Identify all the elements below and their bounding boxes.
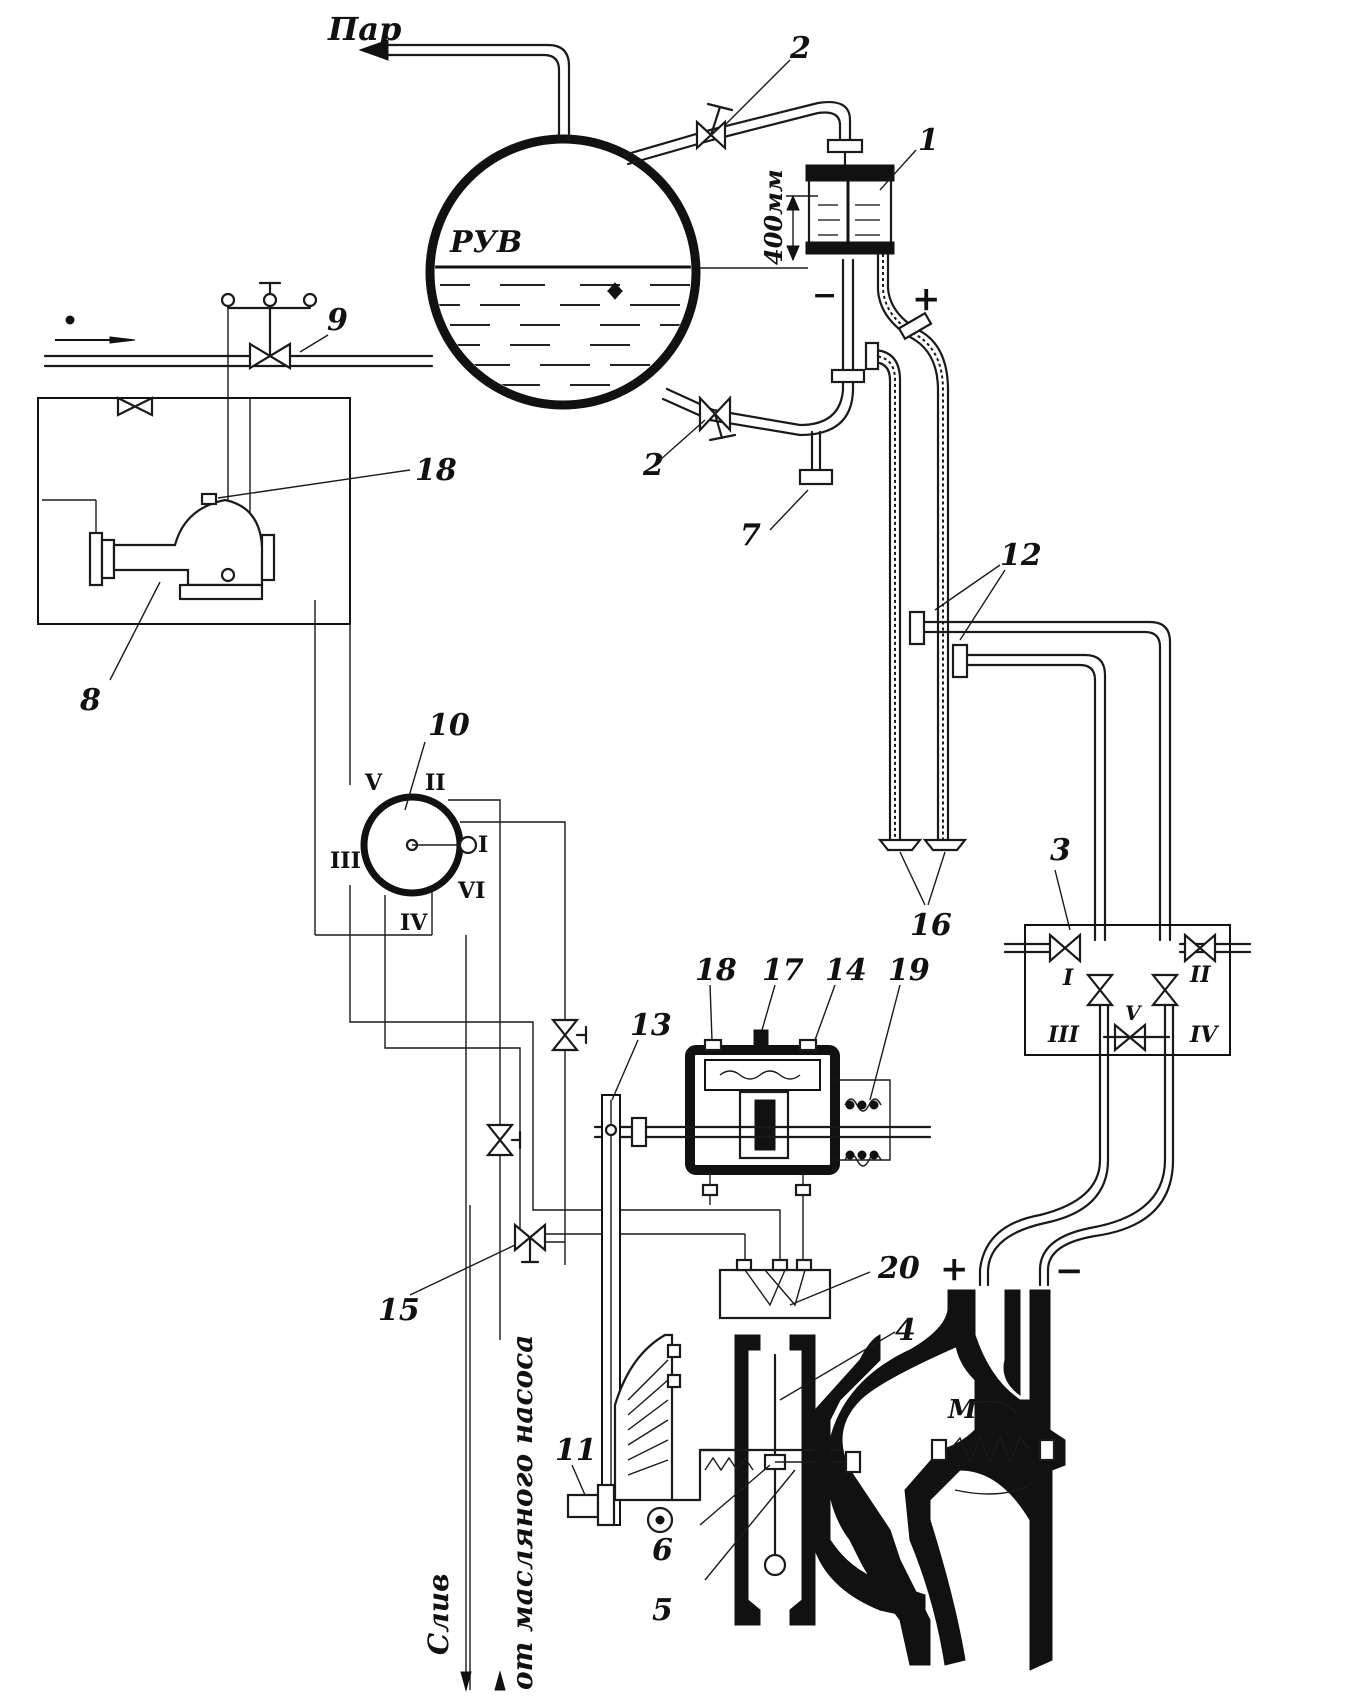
- callout-2-top: 2: [789, 31, 811, 66]
- callout-18-mid: 18: [695, 953, 737, 988]
- callout-4: 4: [895, 1313, 916, 1348]
- minus-sign-top: −: [812, 278, 837, 313]
- callout-15: 15: [378, 1293, 420, 1328]
- oil-pump-label: от масляного насоса: [506, 1335, 539, 1690]
- callout-17: 17: [762, 953, 804, 988]
- port-iv: IV: [400, 910, 428, 936]
- callout-3: 3: [1050, 833, 1071, 868]
- valve-mark-ii: II: [1189, 962, 1211, 988]
- callout-18-top: 18: [415, 453, 457, 488]
- pilot-valve-relay: 20 4 6 5: [652, 1251, 926, 1628]
- callout-8: 8: [79, 683, 101, 718]
- feedback-mechanism-11: 11: [555, 1333, 722, 1534]
- servomotor-14: 18 17 14 19: [593, 953, 932, 1265]
- oil-lines: Слив от масляного насоса: [422, 935, 539, 1692]
- callout-1: 1: [918, 123, 939, 158]
- port-ii: II: [425, 770, 446, 796]
- steam-drum: РУВ: [425, 134, 701, 410]
- callout-5: 5: [652, 1593, 673, 1628]
- callout-2-bottom: 2: [642, 448, 664, 483]
- drain-label: Слив: [422, 1573, 455, 1655]
- water-side-connection: 2 7: [642, 258, 866, 553]
- valve-mark-iii: III: [1047, 1022, 1080, 1048]
- label-m: М: [947, 1395, 978, 1425]
- valve-mark-i: I: [1062, 965, 1074, 991]
- condensing-vessel-1: 1 400мм − +: [700, 123, 941, 319]
- callout-19: 19: [888, 953, 930, 988]
- callout-9: 9: [327, 303, 348, 338]
- feedwater-inlet-line: [43, 315, 434, 368]
- branch-lines-to-valve-block: [922, 620, 1172, 942]
- callout-14: 14: [825, 953, 867, 988]
- distributor-10: 10 V II I III IV VI: [314, 398, 781, 1690]
- callout-7: 7: [740, 518, 761, 553]
- port-vi: VI: [457, 878, 485, 904]
- steam-outlet-pipe: Пар: [327, 10, 571, 142]
- valve-mark-iv: IV: [1189, 1022, 1219, 1048]
- steam-label: Пар: [327, 10, 401, 48]
- drum-level-label: РУВ: [449, 225, 522, 260]
- differential-manometer: + − М: [827, 1249, 1084, 1671]
- callout-6: 6: [652, 1533, 673, 1568]
- control-line-valves: 15: [378, 1018, 746, 1328]
- steam-side-connection: 2: [622, 31, 852, 166]
- valve-mark-v: V: [1125, 1001, 1143, 1025]
- valve-block-3: I II III IV V 3: [978, 833, 1252, 1287]
- dimension-label: 400мм: [759, 169, 788, 265]
- callout-20: 20: [877, 1251, 920, 1286]
- pump-8: 8 18: [37, 396, 457, 718]
- callout-12: 12: [1000, 538, 1042, 573]
- plus-sign-top: +: [912, 279, 941, 319]
- port-v: V: [364, 770, 383, 796]
- callout-11: 11: [555, 1433, 597, 1468]
- callout-13: 13: [630, 1008, 672, 1043]
- callout-10: 10: [428, 708, 470, 743]
- impulse-tubes: 12 16: [864, 252, 1042, 943]
- plus-sign-bottom: +: [940, 1249, 969, 1289]
- callout-16: 16: [910, 908, 952, 943]
- feed-regulating-valve-9: 9: [220, 281, 348, 578]
- port-iii: III: [330, 848, 361, 874]
- minus-sign-bottom: −: [1055, 1251, 1084, 1291]
- port-i: I: [478, 832, 488, 858]
